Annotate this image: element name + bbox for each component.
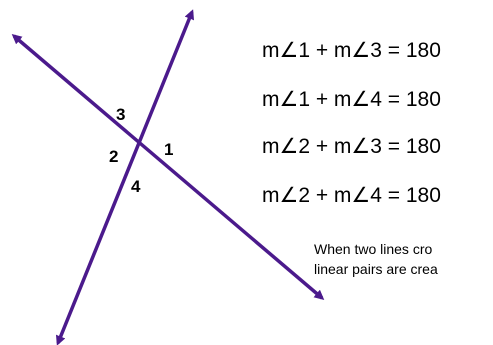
angle-label-3: 3 bbox=[116, 105, 125, 124]
equation-angle1-angle4: m∠1 + m∠4 = 180 bbox=[262, 88, 441, 111]
line-ascending bbox=[55, 9, 195, 345]
note-text-line-2: linear pairs are crea bbox=[314, 261, 438, 277]
equation-angle2-angle3: m∠2 + m∠3 = 180 bbox=[262, 135, 441, 158]
angle-label-4: 4 bbox=[131, 177, 141, 196]
equation-angle1-angle3: m∠1 + m∠3 = 180 bbox=[262, 39, 441, 62]
note-text-line-1: When two lines cro bbox=[314, 241, 433, 257]
angle-label-1: 1 bbox=[164, 140, 173, 159]
equation-angle2-angle4: m∠2 + m∠4 = 180 bbox=[262, 184, 441, 207]
angle-label-2: 2 bbox=[109, 147, 118, 166]
